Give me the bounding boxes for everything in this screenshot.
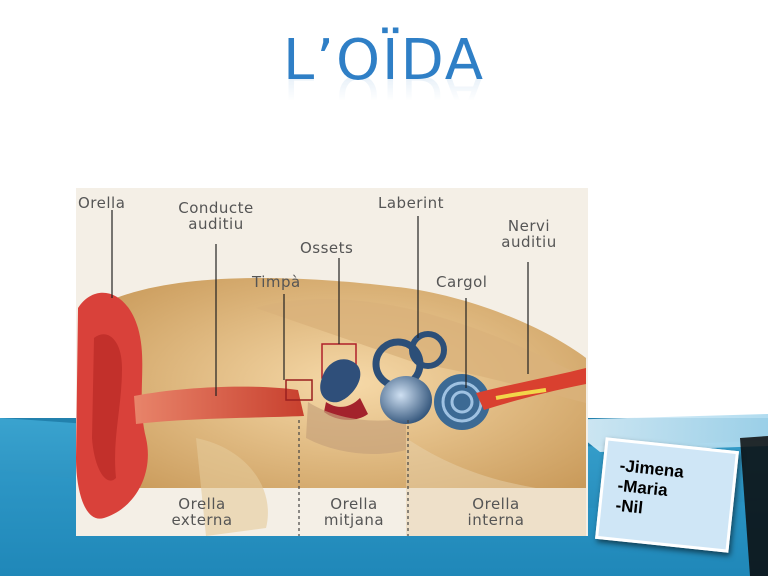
label-externa-line2: externa — [171, 511, 233, 529]
title-text: L’OÏDA — [282, 28, 486, 93]
authors-list: -Jimena -Maria -Nil — [615, 456, 685, 522]
label-orella-interna: Orella interna — [448, 496, 544, 528]
label-nervi-auditiu: Nervi auditiu — [488, 218, 570, 250]
label-conducte-line1: Conducte — [178, 199, 254, 217]
label-interna-line2: interna — [467, 511, 525, 529]
label-orella: Orella — [78, 194, 126, 212]
slide-title: L’OÏDA — [0, 28, 768, 93]
auditory-nerve-shape — [476, 368, 586, 410]
label-interna-line1: Orella — [472, 495, 520, 513]
label-ossets: Ossets — [300, 239, 354, 257]
label-orella-mitjana: Orella mitjana — [306, 496, 402, 528]
ear-illustration — [76, 210, 586, 536]
label-conducte-auditiu: Conducte auditiu — [164, 200, 268, 232]
ossicles-shape — [320, 359, 361, 403]
label-mitjana-line2: mitjana — [323, 511, 385, 529]
label-mitjana-line1: Orella — [330, 495, 378, 513]
authors-card: -Jimena -Maria -Nil — [595, 437, 739, 553]
label-orella-externa: Orella externa — [152, 496, 252, 528]
ear-canal-shape — [134, 386, 304, 424]
label-timpa: Timpà — [252, 273, 301, 291]
label-externa-line1: Orella — [178, 495, 226, 513]
label-nervi-line2: auditiu — [501, 233, 557, 251]
ear-diagram: Orella Conducte auditiu Laberint Ossets … — [76, 188, 588, 536]
label-nervi-line1: Nervi — [507, 217, 551, 235]
label-cargol: Cargol — [436, 273, 488, 291]
label-conducte-line2: auditiu — [188, 215, 244, 233]
label-laberint: Laberint — [378, 194, 445, 212]
